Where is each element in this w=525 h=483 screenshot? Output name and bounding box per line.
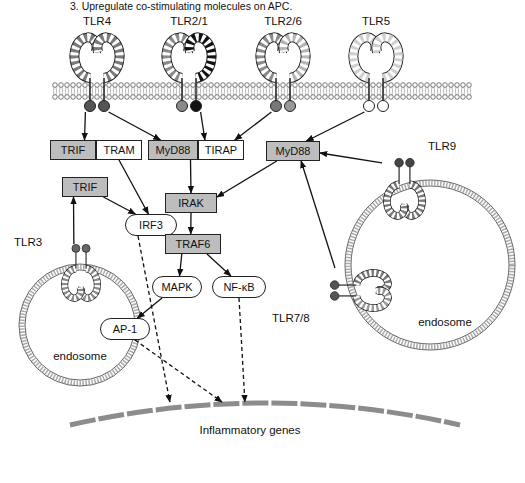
- adapter-box: IRAK: [165, 193, 217, 213]
- transcription-factor: AP-1: [100, 318, 150, 340]
- adapter-box: TIRAP: [198, 140, 244, 160]
- node-text: IRAK: [166, 194, 216, 212]
- node-text: MyD88: [267, 142, 319, 160]
- node-text: TRAM: [97, 141, 141, 159]
- signal-arrow: [239, 298, 245, 402]
- signal-arrow: [103, 197, 135, 214]
- receptor-shape: [60, 244, 102, 302]
- endosome-vesicle: endosome TLR9TLR7/8: [318, 138, 525, 353]
- adapter-box: TRIF: [62, 177, 108, 197]
- toll-like-receptor: TLR2/1: [160, 32, 218, 112]
- signal-arrow: [190, 160, 192, 193]
- signal-arrow: [307, 112, 365, 141]
- endosome-membrane: [10, 232, 150, 390]
- adapter-box: TRAF6: [165, 234, 221, 254]
- toll-like-receptor: TLR9: [382, 158, 427, 220]
- signal-arrow: [84, 112, 86, 140]
- signal-arrow: [135, 340, 222, 402]
- toll-like-receptor: TLR5: [347, 32, 405, 112]
- adapter-box: MyD88: [266, 141, 320, 161]
- endosome-vesicle: endosome TLR3: [10, 232, 150, 390]
- node-text: TLR3: [14, 236, 56, 248]
- signal-arrow: [180, 254, 182, 276]
- receptor-shape: [254, 32, 312, 112]
- node-text: MyD88: [149, 141, 197, 159]
- receptor-shape: [68, 32, 126, 112]
- nuclear-envelope: [60, 402, 470, 442]
- adapter-box: TRIF: [50, 140, 96, 160]
- nucleus-membrane: Inflammatory genes: [60, 402, 470, 442]
- signal-arrow: [119, 160, 148, 214]
- node-text: TRIF: [63, 178, 107, 196]
- toll-like-receptor: TLR7/8: [330, 268, 392, 313]
- signal-arrow: [201, 112, 205, 140]
- node-text: TLR5: [326, 15, 426, 27]
- toll-like-receptor: TLR3: [60, 244, 102, 302]
- figure-heading-fragment: 3. Upregulate co-stimulating molecules o…: [70, 0, 292, 12]
- node-text: endosome: [50, 350, 110, 362]
- signal-arrow: [320, 153, 382, 163]
- receptor-shape: [330, 268, 392, 313]
- node-text: MAPK: [153, 277, 201, 297]
- node-text: TRIF: [51, 141, 95, 159]
- node-text: TLR7/8: [272, 312, 322, 324]
- cell-membrane: [52, 82, 472, 100]
- adapter-box: MyD88: [148, 140, 198, 160]
- node-text: TLR2/6: [233, 15, 333, 27]
- signal-arrow: [217, 161, 277, 197]
- transcription-factor: MAPK: [152, 276, 202, 298]
- signal-arrow: [207, 254, 231, 276]
- signal-arrow: [190, 213, 192, 234]
- signal-arrow: [73, 197, 75, 244]
- receptor-shape: [347, 32, 405, 112]
- transcription-factor: NF-κB: [212, 276, 266, 298]
- signal-arrow: [138, 298, 163, 318]
- node-text: IRF3: [126, 215, 176, 235]
- receptor-shape: [160, 32, 218, 112]
- signal-arrow: [138, 236, 170, 402]
- node-text: TLR4: [47, 15, 147, 27]
- node-text: TLR9: [428, 140, 468, 152]
- node-text: TRAF6: [166, 235, 220, 253]
- node-text: NF-κB: [213, 277, 265, 297]
- node-text: TIRAP: [199, 141, 243, 159]
- node-text: AP-1: [101, 319, 149, 339]
- adapter-box: TRAM: [96, 140, 142, 160]
- signal-arrow: [235, 112, 272, 140]
- signal-arrow: [301, 161, 335, 268]
- toll-like-receptor: TLR4: [68, 32, 126, 112]
- transcription-factor: IRF3: [125, 214, 177, 236]
- signal-arrow: [109, 112, 161, 140]
- node-text: endosome: [410, 316, 480, 328]
- node-text: TLR2/1: [139, 15, 239, 27]
- receptor-shape: [382, 158, 427, 220]
- node-text: Inflammatory genes: [190, 424, 310, 436]
- toll-like-receptor: TLR2/6: [254, 32, 312, 112]
